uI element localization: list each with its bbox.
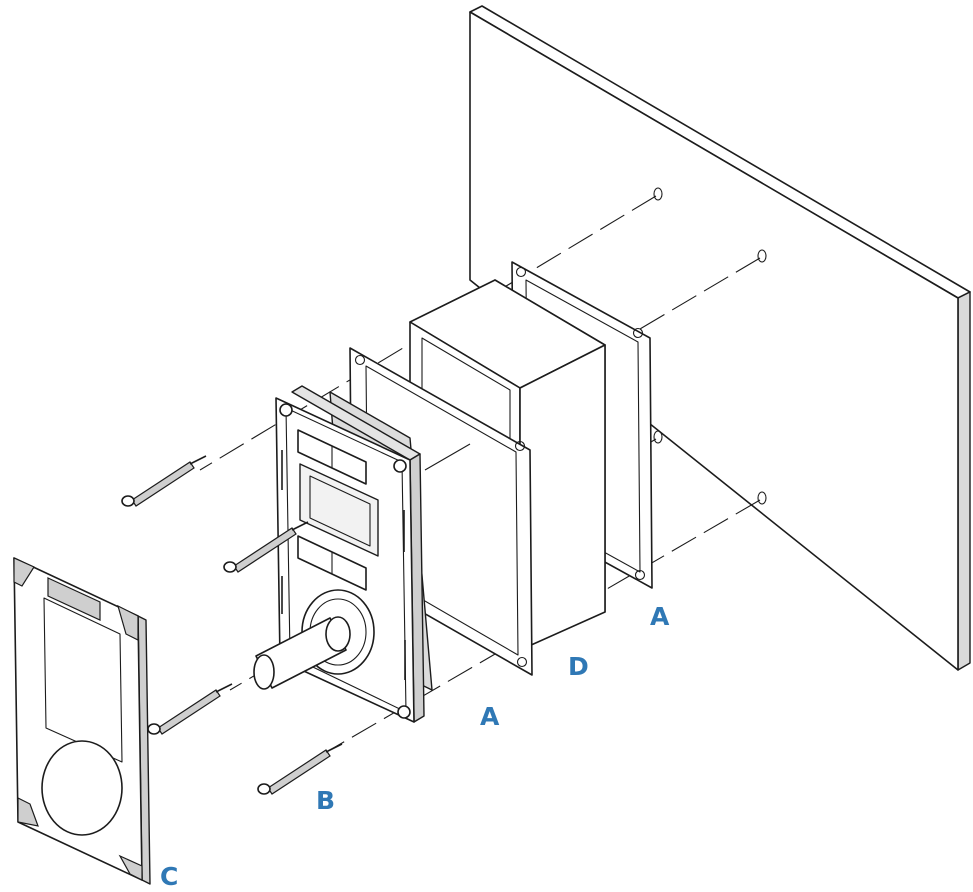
mounting-screws (121, 455, 343, 795)
callout-rear-gasket: A (650, 602, 670, 631)
panel-holes (653, 187, 767, 505)
screw (223, 521, 309, 573)
mounting-panel (469, 5, 971, 671)
callout-front-gasket: A (480, 702, 500, 731)
screw (121, 455, 207, 507)
screw (257, 743, 343, 795)
callout-cover: C (160, 862, 179, 891)
controller-unit (253, 385, 433, 723)
callout-screws: B (316, 786, 336, 815)
front-cover (13, 557, 151, 885)
callout-housing: D (568, 652, 589, 681)
screw (147, 683, 233, 735)
